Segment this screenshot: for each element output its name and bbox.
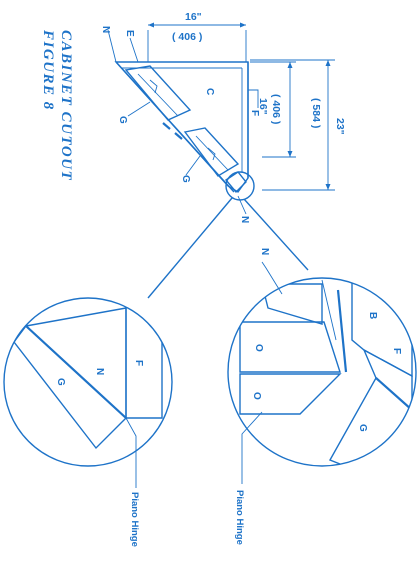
cabinet-plan: N E C F G G N bbox=[100, 26, 260, 223]
dimension-right: ( 584 ) 23" bbox=[250, 59, 346, 191]
label-N-top: N bbox=[100, 26, 111, 33]
detail-right-label-O-upper: O bbox=[253, 344, 264, 352]
title-line-2: FIGURE 8 bbox=[40, 29, 56, 111]
dimension-top: 16" ( 406 ) bbox=[147, 11, 247, 62]
dim-top-mm: ( 406 ) bbox=[172, 31, 202, 43]
detail-right: B F G O O N Piano Hinge bbox=[227, 248, 417, 545]
label-N-bottom: N bbox=[239, 216, 250, 223]
detail-right-label-B: B bbox=[367, 312, 378, 319]
figure-title: CABINET CUTOUT FIGURE 8 bbox=[40, 29, 74, 181]
dim-mid-inches: 16" bbox=[257, 98, 269, 115]
detail-left-label-F: F bbox=[133, 360, 144, 366]
dim-right-inches: 23" bbox=[334, 118, 346, 135]
dimension-middle: 16" ( 406 ) bbox=[250, 61, 296, 158]
label-C: C bbox=[204, 88, 215, 95]
label-F: F bbox=[249, 110, 260, 116]
detail-right-label-G: G bbox=[357, 424, 368, 432]
detail-callout-circle bbox=[225, 171, 255, 201]
detail-left-label-G: G bbox=[55, 378, 66, 386]
label-E: E bbox=[124, 30, 135, 37]
detail-left-piano-hinge: Piano Hinge bbox=[129, 492, 140, 547]
detail-right-piano-hinge: Piano Hinge bbox=[234, 490, 245, 545]
label-G-lower: G bbox=[180, 175, 191, 183]
label-G-upper: G bbox=[117, 116, 128, 124]
detail-right-label-O-lower: O bbox=[251, 392, 262, 400]
dim-right-mm: ( 584 ) bbox=[310, 98, 322, 128]
title-line-1: CABINET CUTOUT bbox=[58, 30, 74, 181]
dim-top-inches: 16" bbox=[185, 11, 202, 23]
detail-left-label-N: N bbox=[94, 368, 105, 375]
dim-mid-mm: ( 406 ) bbox=[270, 94, 282, 124]
detail-right-label-F: F bbox=[391, 348, 402, 354]
detail-left: F N G Piano Hinge bbox=[3, 297, 173, 547]
detail-right-label-N: N bbox=[259, 248, 270, 255]
